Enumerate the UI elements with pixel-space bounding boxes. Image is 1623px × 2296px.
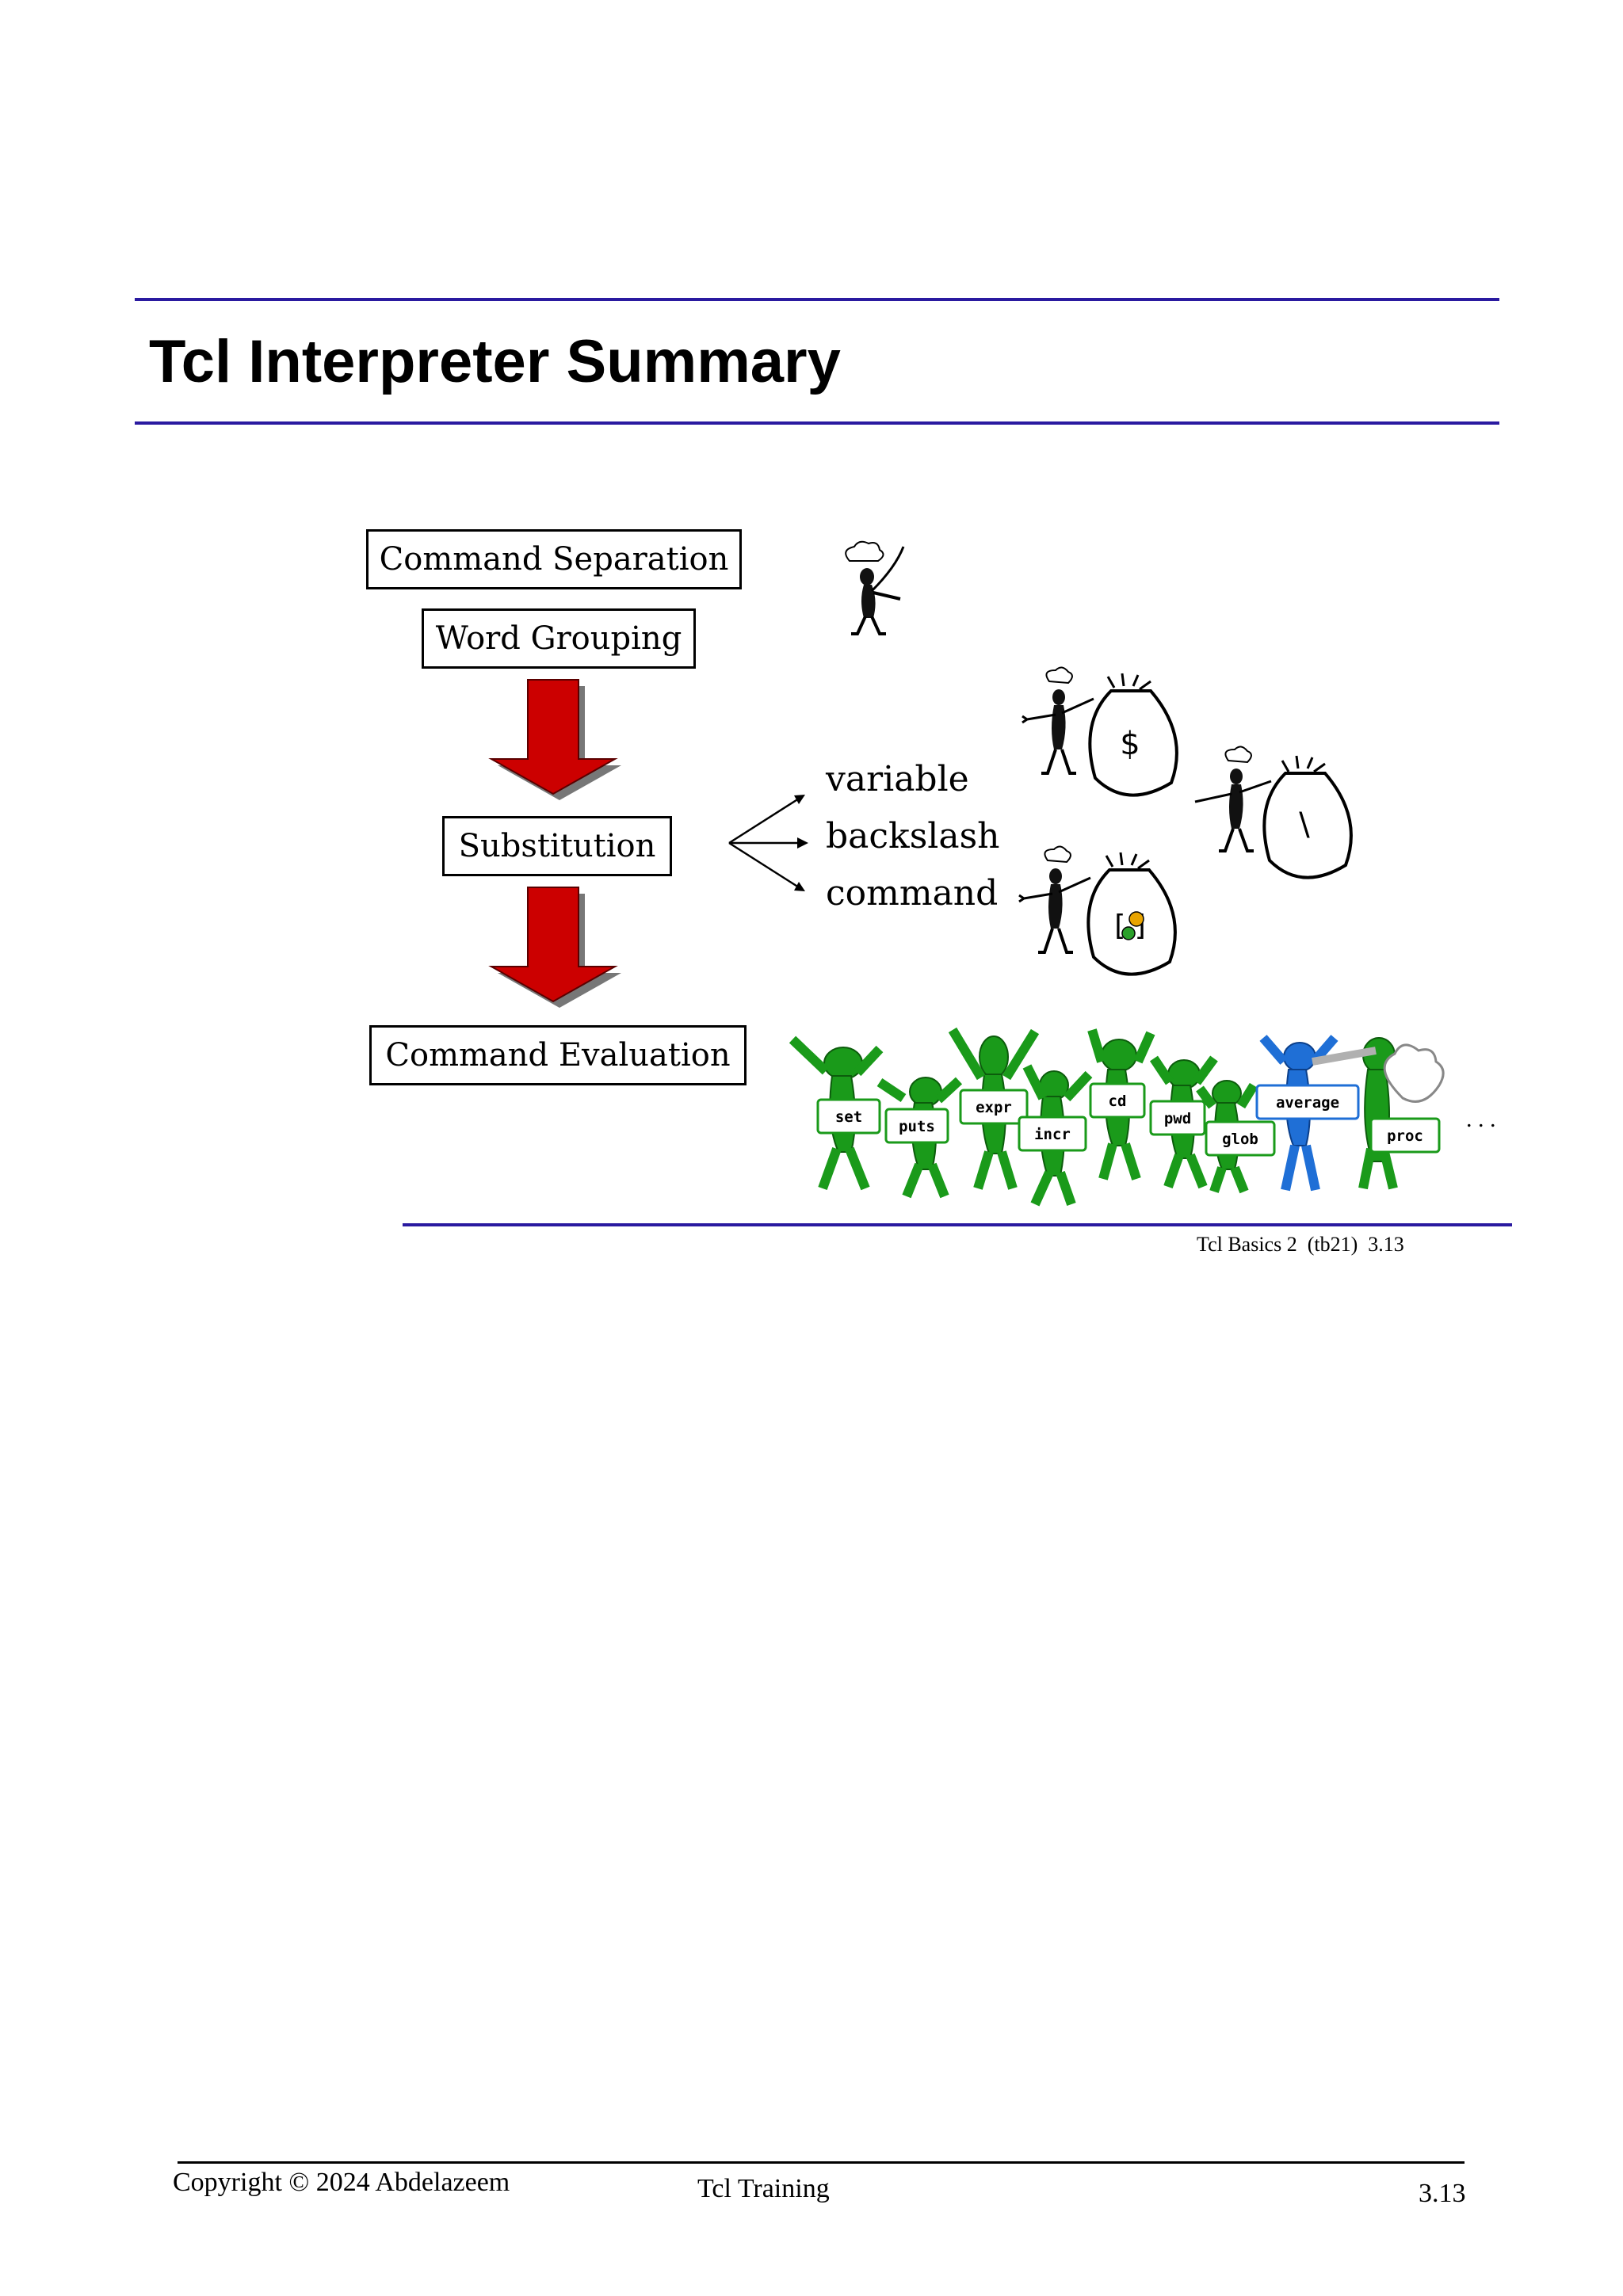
footer-page-number: 3.13 <box>1419 2179 1466 2208</box>
command-bag-icon: [ ] <box>1018 845 1177 976</box>
backslash-bag-icon: \ <box>1194 746 1353 879</box>
bag-dollar-label: $ <box>1120 726 1140 762</box>
cmd-glob: glob <box>1222 1131 1258 1148</box>
figure-bottom-rule <box>403 1223 1512 1226</box>
cmd-incr: incr <box>1034 1126 1071 1143</box>
substitution-variable: variable <box>826 759 969 799</box>
footer-copyright: Copyright © 2024 Abdelazeem <box>173 2168 510 2197</box>
footer-course: Tcl Training <box>697 2174 830 2203</box>
page-title: Tcl Interpreter Summary <box>149 328 841 395</box>
cmd-average: average <box>1276 1094 1339 1112</box>
substitution-box: Substitution <box>442 816 672 876</box>
substitution-backslash: backslash <box>826 816 1000 856</box>
bag-backslash-label: \ <box>1299 807 1310 843</box>
footer-rule <box>178 2161 1465 2164</box>
down-arrow-icon <box>488 679 621 800</box>
command-separation-box: Command Separation <box>366 529 742 589</box>
cmd-set: set <box>835 1108 862 1126</box>
cmd-expr: expr <box>976 1099 1012 1116</box>
cmd-pwd: pwd <box>1164 1110 1191 1127</box>
word-grouping-box: Word Grouping <box>422 608 696 669</box>
command-figures-illustration: set puts expr incr cd pwd glob average p… <box>789 1027 1496 1207</box>
title-underline <box>135 421 1499 425</box>
cmd-proc: proc <box>1387 1127 1423 1145</box>
command-evaluation-box: Command Evaluation <box>369 1025 747 1085</box>
cmd-puts: puts <box>899 1118 935 1135</box>
slide-reference: Tcl Basics 2 (tb21) 3.13 <box>1197 1233 1404 1256</box>
chef-figure-icon <box>845 540 905 635</box>
ellipsis: . . . <box>1466 1106 1496 1132</box>
top-rule <box>135 298 1499 301</box>
branch-arrows-icon <box>728 795 808 891</box>
cmd-cd: cd <box>1109 1093 1127 1110</box>
down-arrow-icon <box>488 887 621 1008</box>
variable-bag-icon: $ <box>1022 666 1178 797</box>
substitution-command: command <box>826 873 999 913</box>
